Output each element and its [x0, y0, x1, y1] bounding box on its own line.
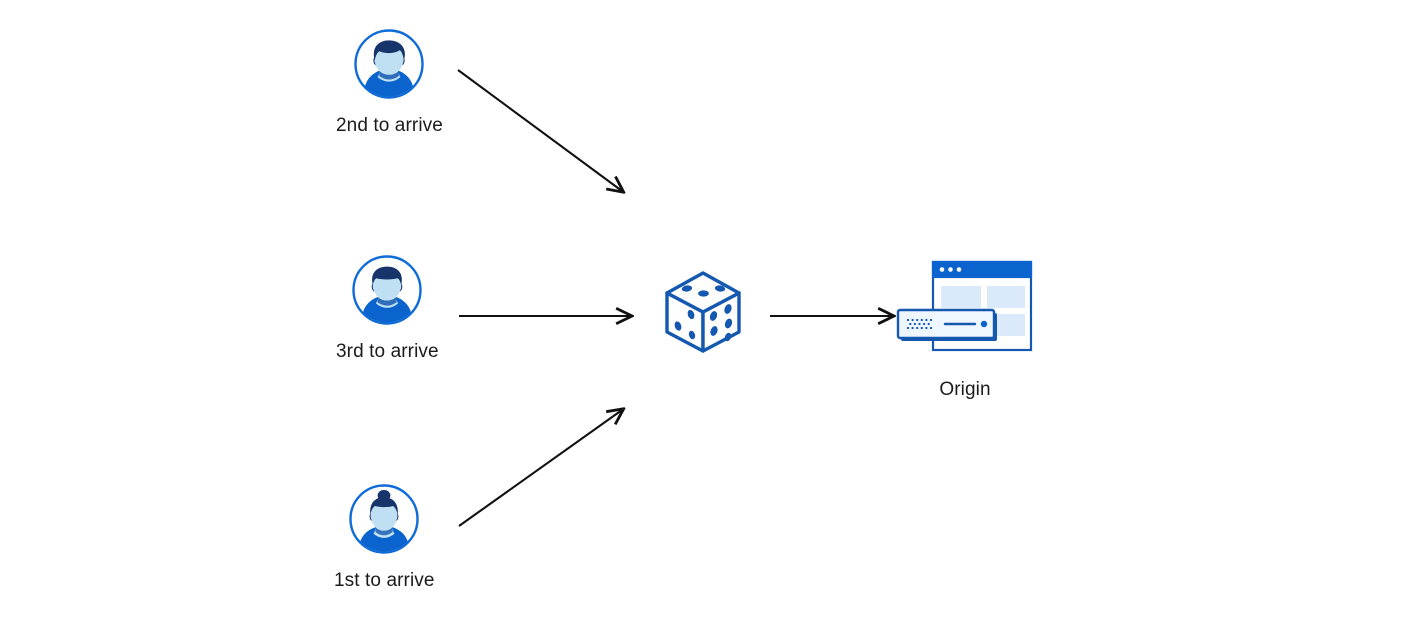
node-client-3rd[interactable]: 3rd to arrive: [336, 254, 439, 364]
user-avatar-icon: [351, 254, 423, 326]
node-client-2nd[interactable]: 2nd to arrive: [336, 28, 443, 138]
node-label: 2nd to arrive: [336, 115, 443, 136]
user-avatar-icon: [348, 483, 420, 555]
arrow-2nd-to-dice: [457, 69, 622, 191]
node-randomizer[interactable]: [657, 265, 749, 357]
node-origin[interactable]: Origin: [895, 258, 1035, 402]
dice-icon: [657, 265, 749, 357]
user-avatar-icon: [353, 28, 425, 100]
node-label: 3rd to arrive: [336, 341, 439, 362]
node-label: 1st to arrive: [334, 570, 435, 591]
arrow-1st-to-dice: [458, 410, 622, 527]
node-label: Origin: [939, 379, 991, 400]
origin-server-icon: [895, 258, 1035, 362]
server-appliance-glyph: [896, 308, 997, 341]
node-client-1st[interactable]: 1st to arrive: [334, 483, 435, 593]
